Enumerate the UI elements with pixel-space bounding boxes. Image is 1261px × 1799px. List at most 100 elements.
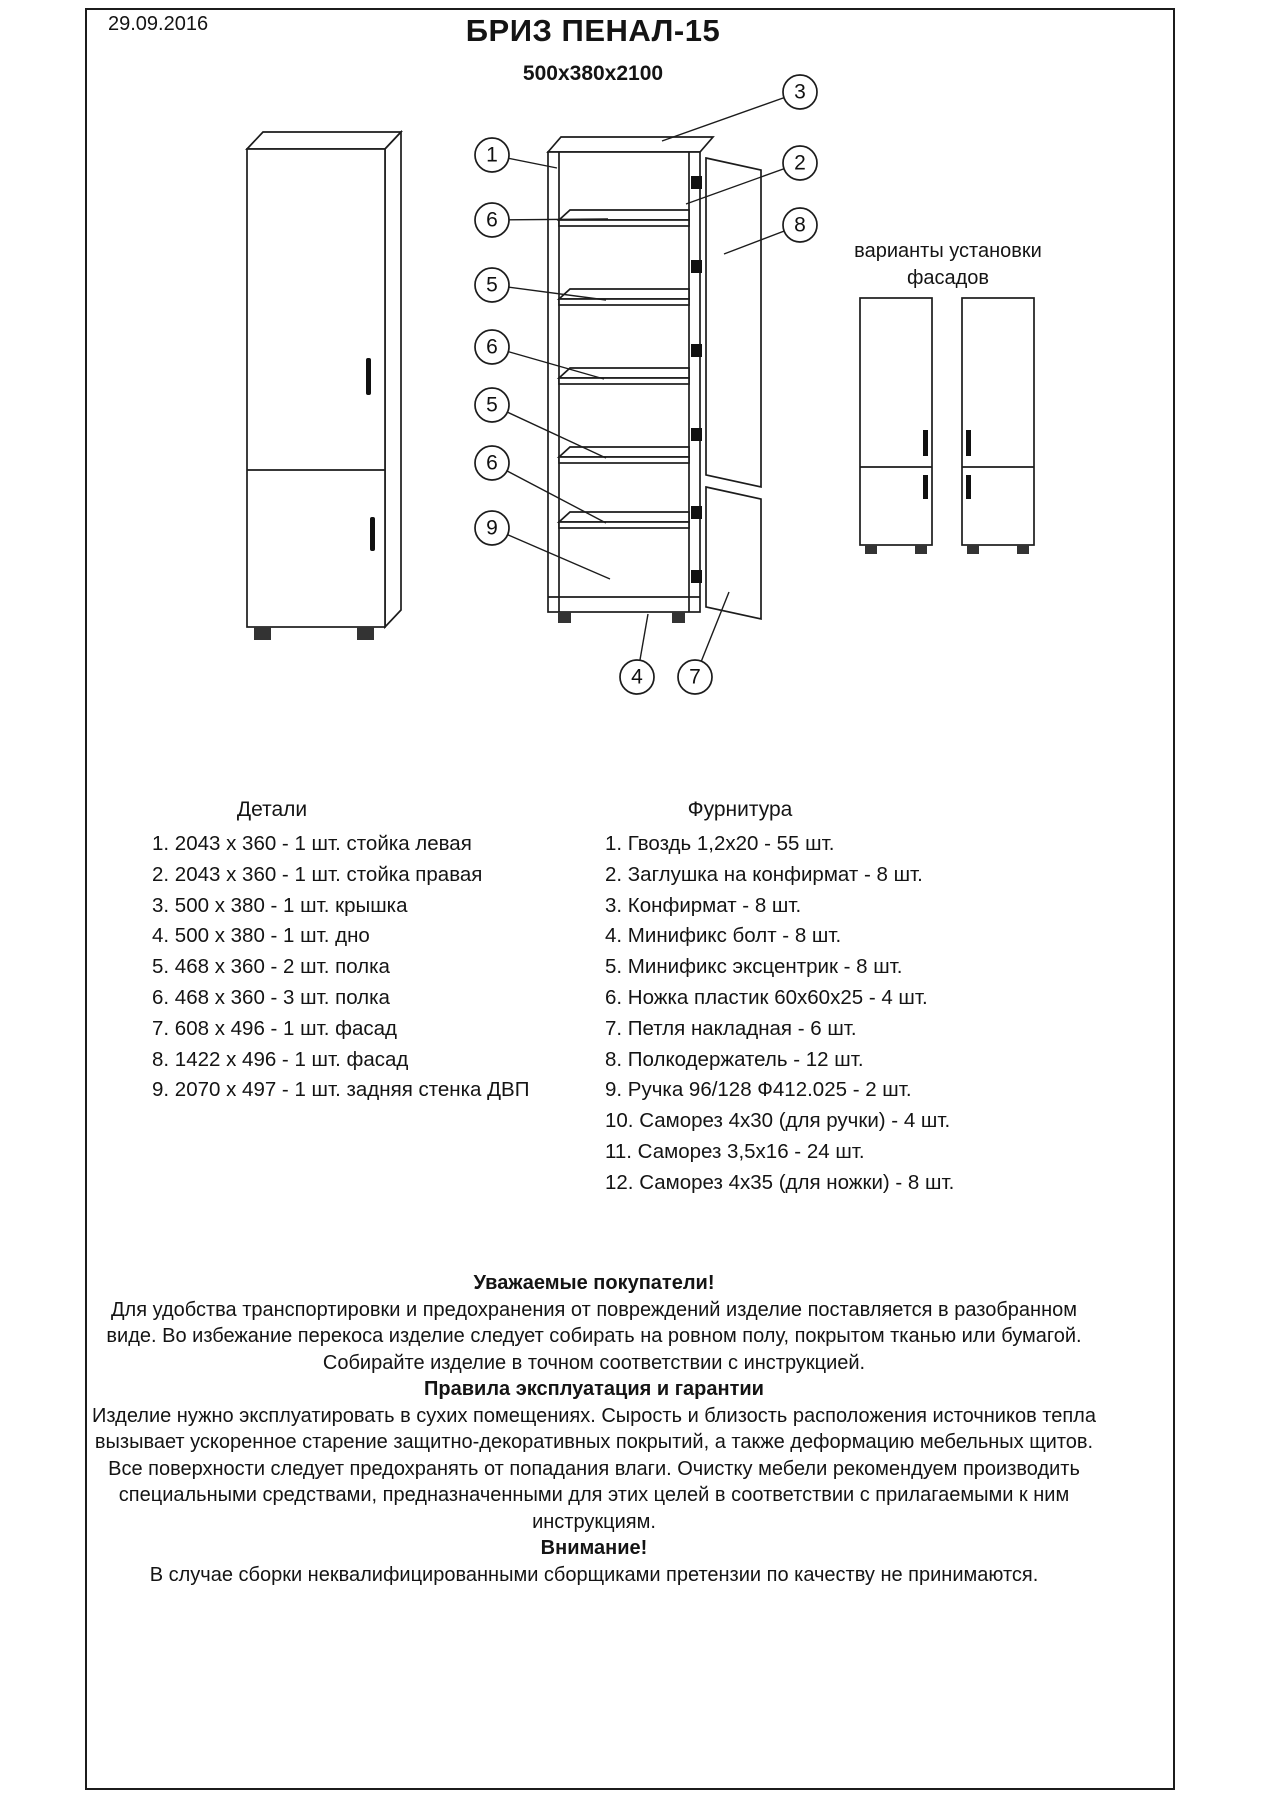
- callout-3: 3: [782, 74, 818, 110]
- facade-options-drawing: [859, 297, 1035, 554]
- callout-5a-label: 5: [486, 274, 498, 297]
- parts-item: 8. 1422 х 496 - 1 шт. фасад: [152, 1047, 409, 1071]
- facade-options-label-line2: фасадов: [907, 267, 989, 289]
- callout-6c: 6: [474, 445, 510, 481]
- hardware-item: 3. Конфирмат - 8 шт.: [605, 893, 802, 917]
- cabinet-top-face: [245, 131, 403, 150]
- shelf: [556, 367, 690, 379]
- hardware-item: 6. Ножка пластик 60х60х25 - 4 шт.: [605, 985, 928, 1009]
- callout-9: 9: [474, 510, 510, 546]
- mini-foot: [967, 545, 979, 554]
- parts-item: 4. 500 х 380 - 1 шт. дно: [152, 924, 370, 948]
- hardware-item: 7. Петля накладная - 6 шт.: [605, 1016, 857, 1040]
- lower-door-handle: [370, 517, 375, 551]
- mini-foot: [915, 545, 927, 554]
- exploded-view-drawing: [546, 136, 762, 623]
- attention-heading: Внимание!: [540, 1537, 648, 1559]
- shelf-edge: [558, 456, 690, 464]
- hardware-list: 1. Гвоздь 1,2х20 - 55 шт. 2. Заглушка на…: [605, 829, 954, 1199]
- mini-handle: [966, 475, 971, 499]
- callout-1-label: 1: [486, 144, 498, 167]
- callout-6b: 6: [474, 329, 510, 365]
- shelf: [556, 288, 690, 300]
- callout-leaders: [491, 91, 801, 678]
- cabinet-front-face: [246, 148, 386, 628]
- parts-item: 6. 468 х 360 - 3 шт. полка: [152, 985, 390, 1009]
- tall-facade-door: [705, 156, 762, 489]
- hardware-item: 2. Заглушка на конфирмат - 8 шт.: [605, 862, 923, 886]
- parts-list-title: Детали: [236, 798, 308, 821]
- mini-handle: [966, 430, 971, 456]
- assembly-diagrams: 1 6 5 6 5 6 9: [245, 74, 1042, 695]
- callout-6a-label: 6: [486, 209, 498, 232]
- callout-6a: 6: [474, 202, 510, 238]
- facade-options-label-line1: варианты установки: [854, 240, 1042, 262]
- hinge: [691, 570, 702, 583]
- top-panel: [546, 136, 715, 153]
- mini-cabinet-body: [859, 297, 933, 546]
- callout-6c-label: 6: [486, 452, 498, 475]
- parts-item: 9. 2070 х 497 - 1 шт. задняя стенка ДВП: [152, 1078, 530, 1102]
- callout-4: 4: [619, 659, 655, 695]
- rules-text: Изделие нужно эксплуатировать в сухих по…: [92, 1404, 1096, 1533]
- hinge: [691, 506, 702, 519]
- parts-item: 2. 2043 х 360 - 1 шт. стойка правая: [152, 862, 483, 886]
- cabinet-foot: [254, 627, 271, 640]
- hinge: [691, 428, 702, 441]
- parts-item: 1. 2043 х 360 - 1 шт. стойка левая: [152, 832, 472, 855]
- callout-8: 8: [782, 207, 818, 243]
- parts-item: 5. 468 х 360 - 2 шт. полка: [152, 955, 390, 979]
- callout-2: 2: [782, 145, 818, 181]
- shelf-edge: [558, 219, 690, 227]
- assembled-cabinet-drawing: [245, 129, 403, 640]
- callout-9-label: 9: [486, 517, 498, 540]
- facade-option-right: [961, 297, 1035, 554]
- rules-heading: Правила эксплуатация и гарантии: [424, 1378, 764, 1400]
- hardware-item: 8. Полкодержатель - 12 шт.: [605, 1047, 864, 1071]
- shelf-edge: [558, 298, 690, 306]
- hardware-item: 11. Саморез 3,5х16 - 24 шт.: [605, 1139, 865, 1163]
- parts-item: 7. 608 х 496 - 1 шт. фасад: [152, 1016, 397, 1040]
- hardware-item: 9. Ручка 96/128 Ф412.025 - 2 шт.: [605, 1078, 912, 1102]
- parts-item: 3. 500 х 380 - 1 шт. крышка: [152, 893, 408, 917]
- callout-1: 1: [474, 137, 510, 173]
- shelf-edge: [558, 377, 690, 385]
- carcass-foot: [672, 612, 685, 623]
- parts-list: 1. 2043 х 360 - 1 шт. стойка левая 2. 20…: [152, 829, 529, 1106]
- callout-8-label: 8: [794, 214, 806, 237]
- product-dimensions: 500х380х2100: [522, 62, 664, 85]
- document-date: 29.09.2016: [108, 13, 209, 35]
- mini-foot: [1017, 545, 1029, 554]
- mini-cabinet-body: [961, 297, 1035, 546]
- callout-3-label: 3: [794, 81, 806, 104]
- shelf: [556, 446, 690, 458]
- callout-5b-label: 5: [486, 394, 498, 417]
- short-facade-door: [705, 485, 762, 621]
- hardware-item: 1. Гвоздь 1,2х20 - 55 шт.: [605, 832, 835, 855]
- notes-section: Уважаемые покупатели! Для удобства транс…: [92, 1270, 1096, 1588]
- product-title: БРИЗ ПЕНАЛ-15: [465, 13, 721, 48]
- callout-5a: 5: [474, 267, 510, 303]
- page-border: [85, 8, 1175, 1790]
- shelf: [556, 511, 690, 523]
- callout-5b: 5: [474, 387, 510, 423]
- cabinet-foot: [357, 627, 374, 640]
- callout-6b-label: 6: [486, 336, 498, 359]
- hinge: [691, 344, 702, 357]
- cabinet-side-face: [384, 129, 402, 630]
- callout-7-label: 7: [689, 666, 701, 689]
- hardware-item: 4. Минификс болт - 8 шт.: [605, 924, 842, 948]
- hinge: [691, 176, 702, 189]
- hardware-list-title: Фурнитура: [687, 798, 793, 821]
- callout-4-label: 4: [631, 666, 643, 689]
- hardware-item: 10. Саморез 4х30 (для ручки) - 4 шт.: [605, 1109, 951, 1133]
- customers-text: Для удобства транспортировки и предохран…: [106, 1298, 1082, 1374]
- carcass-foot: [558, 612, 571, 623]
- shelf: [556, 209, 690, 221]
- mini-handle: [923, 475, 928, 499]
- shelf-edge: [558, 521, 690, 529]
- customers-heading: Уважаемые покупатели!: [473, 1272, 715, 1294]
- callout-7: 7: [677, 659, 713, 695]
- callout-2-label: 2: [794, 152, 806, 175]
